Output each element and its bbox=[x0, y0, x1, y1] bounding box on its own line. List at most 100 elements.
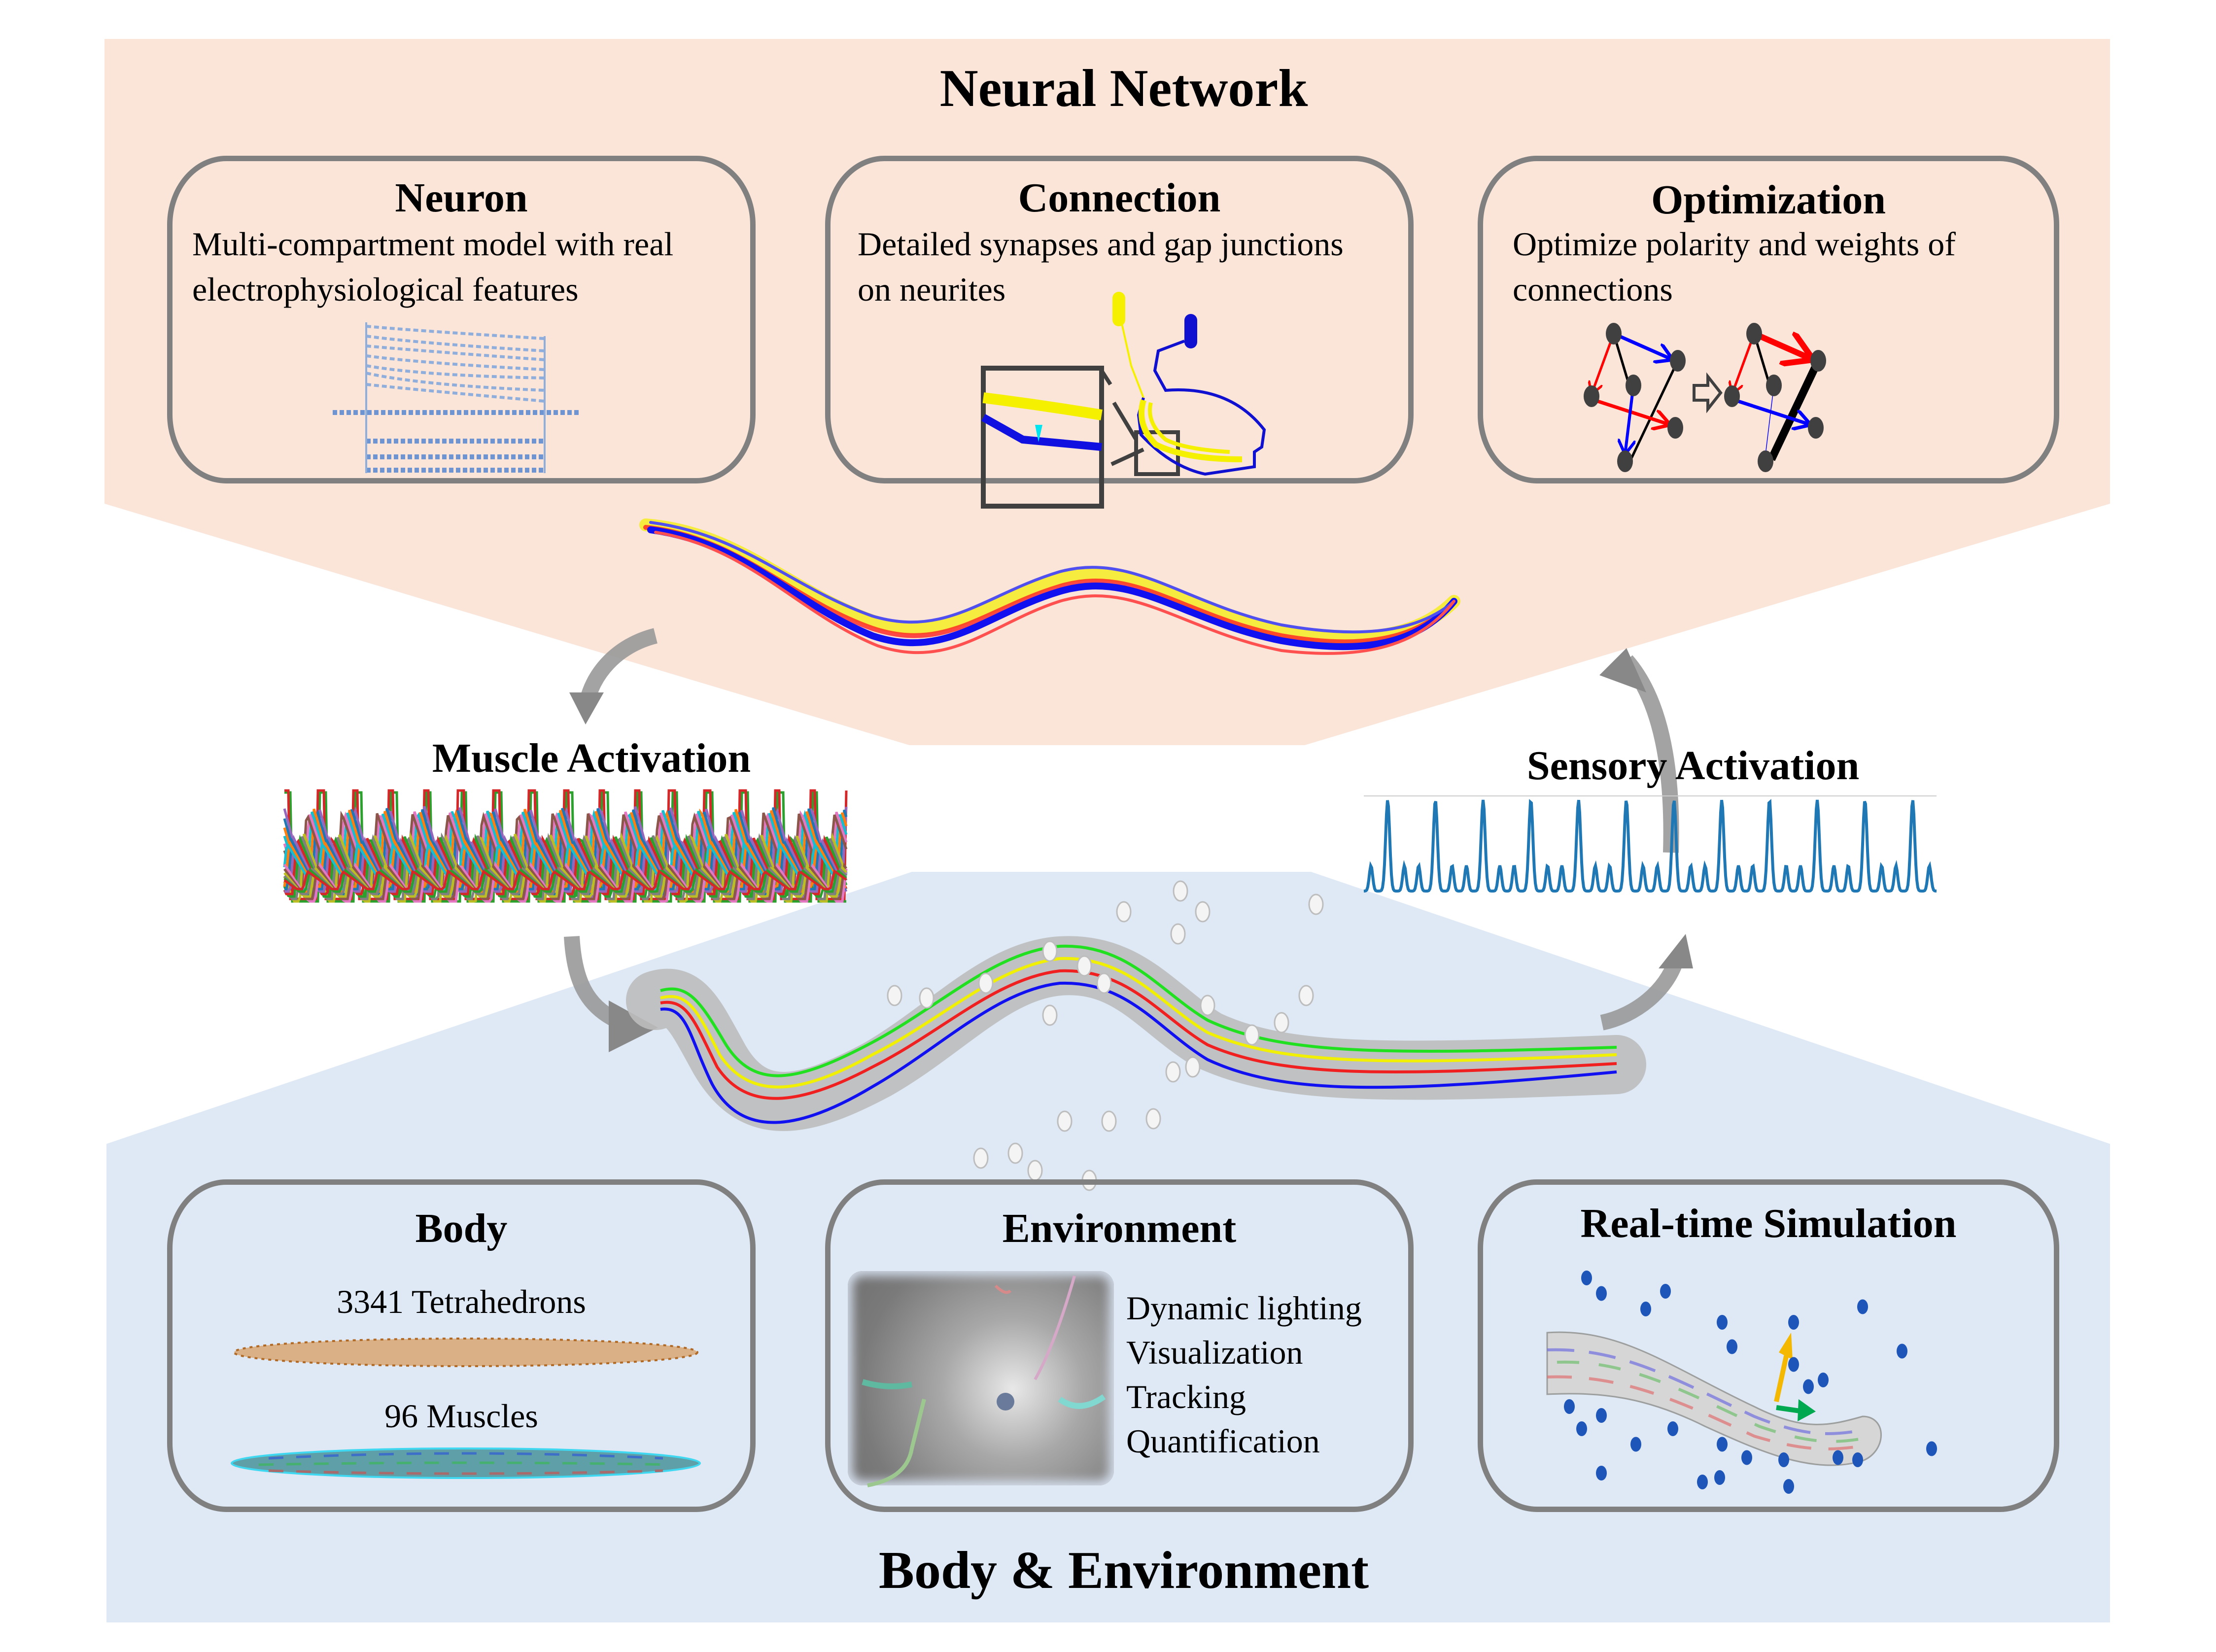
graph-node bbox=[1670, 350, 1686, 372]
particle bbox=[1116, 901, 1132, 923]
graph-node bbox=[1810, 350, 1826, 372]
environment-worm bbox=[867, 1399, 926, 1487]
particle bbox=[1101, 1110, 1117, 1132]
connection-title: Connection bbox=[1018, 175, 1221, 221]
particle bbox=[1076, 955, 1092, 977]
graph-node bbox=[1667, 417, 1683, 439]
food-particle bbox=[1727, 1339, 1737, 1354]
food-particle bbox=[1778, 1452, 1789, 1467]
food-particle bbox=[1717, 1315, 1728, 1330]
realtime-simulation-title: Real-time Simulation bbox=[1580, 1201, 1957, 1246]
food-particle bbox=[1576, 1421, 1587, 1436]
neural-worm-model bbox=[639, 518, 1460, 655]
sensory-activation-title: Sensory Activation bbox=[1526, 743, 1860, 789]
environment-worm bbox=[862, 1379, 913, 1389]
food-particle bbox=[1741, 1450, 1752, 1465]
muscle-activation-chart bbox=[283, 789, 848, 903]
particle bbox=[919, 987, 935, 1009]
particle bbox=[973, 1147, 989, 1169]
environment-worm bbox=[1058, 1394, 1106, 1409]
food-particle bbox=[1852, 1452, 1863, 1467]
graph-node bbox=[1766, 375, 1782, 396]
particle bbox=[1173, 880, 1188, 902]
food-particle bbox=[1717, 1437, 1728, 1452]
particle bbox=[1195, 901, 1211, 923]
food-particle bbox=[1788, 1357, 1799, 1372]
graph-node bbox=[1617, 450, 1633, 472]
food-source bbox=[997, 1393, 1014, 1411]
neuron-description: Multi-compartment model with real electr… bbox=[192, 221, 673, 312]
muscle-trace bbox=[283, 869, 847, 891]
particle bbox=[1274, 1012, 1289, 1033]
particle bbox=[1145, 1108, 1161, 1130]
particle bbox=[1042, 940, 1058, 962]
trace bbox=[366, 364, 545, 379]
graph-node bbox=[1746, 323, 1762, 344]
feature-tracking: Tracking bbox=[1126, 1378, 1246, 1415]
environment-worm bbox=[1034, 1275, 1076, 1380]
food-particle bbox=[1714, 1470, 1725, 1485]
particle bbox=[1298, 985, 1314, 1006]
food-particle bbox=[1630, 1437, 1641, 1452]
tetrahedral-mesh-image bbox=[233, 1338, 698, 1367]
optimization-desc-line-2: connections bbox=[1513, 271, 1673, 308]
muscle-trace bbox=[283, 862, 847, 900]
muscle-count-label: 96 Muscles bbox=[384, 1397, 538, 1435]
neuron-desc-line-2: electrophysiological features bbox=[192, 271, 579, 308]
neurite-synapse-image bbox=[981, 292, 1266, 509]
particle bbox=[887, 985, 902, 1006]
graph-node bbox=[1724, 385, 1740, 407]
food-particle bbox=[1667, 1421, 1678, 1436]
body-worm-model bbox=[626, 936, 1646, 1131]
connection-description: Detailed synapses and gap junctions on n… bbox=[858, 221, 1344, 312]
particle bbox=[1007, 1142, 1023, 1164]
body-panel: Body 3341 Tetrahedrons 96 Muscles bbox=[167, 1179, 756, 1512]
feature-dynamic-lighting: Dynamic lighting bbox=[1126, 1289, 1362, 1327]
particle bbox=[1057, 1110, 1073, 1132]
neuron-title: Neuron bbox=[395, 175, 528, 221]
connection-desc-line-1: Detailed synapses and gap junctions bbox=[858, 225, 1344, 263]
food-particle bbox=[1818, 1373, 1829, 1387]
graph-before bbox=[1584, 323, 1686, 472]
sensory-activation-chart bbox=[1363, 795, 1937, 893]
yellow-neuron-soma bbox=[1112, 292, 1125, 326]
realtime-simulation-scene bbox=[1546, 1271, 1937, 1494]
trace bbox=[366, 372, 545, 392]
food-particle bbox=[1596, 1408, 1607, 1423]
food-particle bbox=[1596, 1286, 1607, 1301]
particle bbox=[1244, 1024, 1260, 1046]
body-environment-title: Body & Environment bbox=[878, 1541, 1369, 1600]
food-particle bbox=[1660, 1284, 1671, 1299]
feature-visualization: Visualization bbox=[1126, 1334, 1303, 1371]
environment-panel: Environment Dynamic lighting Visualizati… bbox=[825, 1179, 1414, 1512]
environment-render-image bbox=[848, 1271, 1114, 1487]
neural-network-panel bbox=[104, 39, 2110, 745]
optimization-desc-line-1: Optimize polarity and weights of bbox=[1513, 225, 1956, 263]
environment-feature-list: Dynamic lighting Visualization Tracking … bbox=[1126, 1286, 1362, 1463]
blue-neuron-soma bbox=[1184, 314, 1197, 348]
transform-arrow-icon bbox=[1693, 372, 1723, 413]
particle bbox=[1185, 1056, 1201, 1078]
optimization-title: Optimization bbox=[1651, 177, 1886, 223]
neuron-desc-line-1: Multi-compartment model with real bbox=[192, 225, 674, 263]
tetrahedron-count-label: 3341 Tetrahedrons bbox=[337, 1283, 586, 1320]
arrow-neural-to-muscle bbox=[569, 628, 658, 724]
environment-title: Environment bbox=[1002, 1205, 1237, 1251]
connection-panel: Connection Detailed synapses and gap jun… bbox=[825, 156, 1414, 509]
food-particle bbox=[1596, 1466, 1607, 1480]
optimization-description: Optimize polarity and weights of connect… bbox=[1513, 221, 1956, 312]
muscle-activation-title: Muscle Activation bbox=[432, 735, 751, 781]
particle bbox=[1200, 995, 1215, 1016]
food-particle bbox=[1564, 1399, 1575, 1414]
neural-network-title: Neural Network bbox=[939, 59, 1308, 118]
graph-node bbox=[1808, 417, 1824, 439]
trace bbox=[366, 325, 545, 340]
graph-optimization-diagram bbox=[1584, 323, 1826, 472]
optimization-panel: Optimization Optimize polarity and weigh… bbox=[1478, 156, 2059, 483]
graph-node bbox=[1758, 450, 1773, 472]
environment-worm bbox=[994, 1284, 1012, 1294]
food-particle bbox=[1788, 1315, 1799, 1330]
particle bbox=[1027, 1160, 1043, 1181]
